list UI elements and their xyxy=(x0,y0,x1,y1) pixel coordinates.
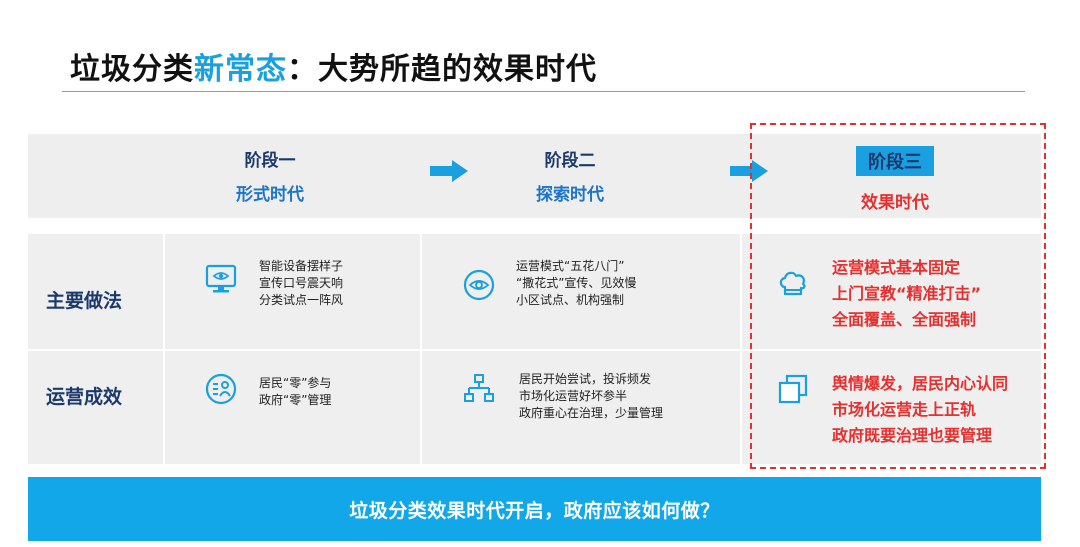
arrow-right-icon xyxy=(430,160,468,182)
hierarchy-icon xyxy=(464,374,494,402)
outcome-stage-1-text: 居民“零”参与 政府“零”管理 xyxy=(259,376,332,407)
stage-3-era: 效果时代 xyxy=(861,193,929,213)
title-divider xyxy=(62,91,1025,92)
row-divider xyxy=(28,349,1041,351)
practice-stage-1-text: 智能设备摆样子 宣传口号震天响 分类试点一阵风 xyxy=(259,259,344,307)
title-part1: 垃圾分类 xyxy=(70,52,194,87)
stage-2-number: 阶段二 xyxy=(544,151,596,171)
chef-hat-icon xyxy=(779,271,806,296)
column-divider xyxy=(420,234,422,464)
stage-1-era: 形式时代 xyxy=(236,185,304,205)
stage-3: 阶段三 效果时代 xyxy=(820,146,970,213)
column-divider xyxy=(163,234,165,464)
list-person-icon xyxy=(205,373,237,405)
stage-3-number: 阶段三 xyxy=(856,146,934,176)
monitor-eye-icon xyxy=(205,264,237,293)
title-part2: ：大势所趋的效果时代 xyxy=(287,52,597,87)
stage-2-era: 探索时代 xyxy=(536,185,604,205)
row-label-practice: 主要做法 xyxy=(46,290,123,312)
page-title: 垃圾分类新常态：大势所趋的效果时代 xyxy=(70,44,597,88)
arrow-right-icon xyxy=(730,160,768,182)
outcome-stage-3-text: 舆情爆发，居民内心认同 市场化运营走上正轨 政府既要治理也要管理 xyxy=(832,374,1009,445)
conclusion-banner: 垃圾分类效果时代开启，政府应该如何做？ xyxy=(28,477,1041,541)
eye-circle-icon xyxy=(463,269,495,301)
stage-1-number: 阶段一 xyxy=(244,151,296,171)
stacked-squares-icon xyxy=(778,374,808,404)
stage-1: 阶段一 形式时代 xyxy=(210,146,330,205)
title-highlight: 新常态 xyxy=(194,52,287,87)
banner-text: 垃圾分类效果时代开启，政府应该如何做？ xyxy=(349,499,720,522)
column-divider xyxy=(740,234,742,464)
outcome-stage-2-text: 居民开始尝试，投诉频发 市场化运营好坏参半 政府重心在治理，少量管理 xyxy=(519,372,664,420)
practice-stage-2-text: 运营模式“五花八门” “撒花式”宣传、见效慢 小区试点、机构强制 xyxy=(516,259,637,307)
stage-3-highlight-box xyxy=(750,123,1046,469)
stage-2: 阶段二 探索时代 xyxy=(500,146,640,205)
practice-stage-3-text: 运营模式基本固定 上门宣教“精准打击” 全面覆盖、全面强制 xyxy=(832,258,982,329)
row-label-outcome: 运营成效 xyxy=(46,386,123,408)
